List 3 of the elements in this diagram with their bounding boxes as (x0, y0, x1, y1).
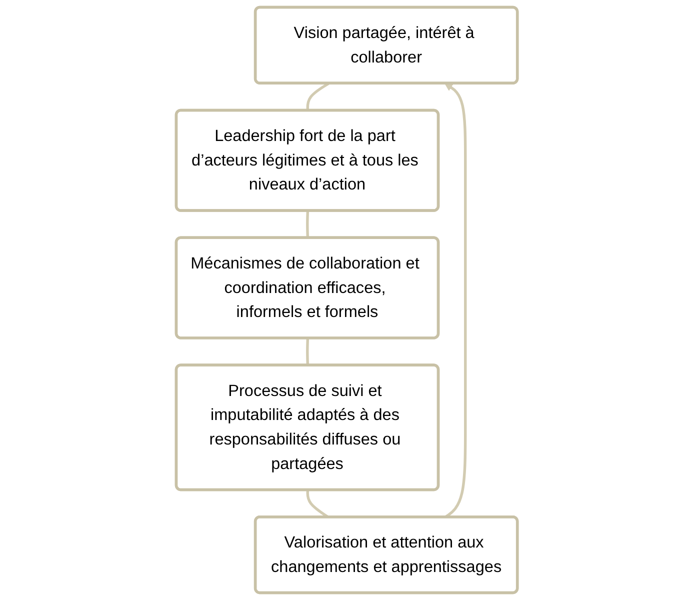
connector (306, 338, 310, 366)
connector (306, 82, 330, 111)
connector (306, 210, 310, 238)
